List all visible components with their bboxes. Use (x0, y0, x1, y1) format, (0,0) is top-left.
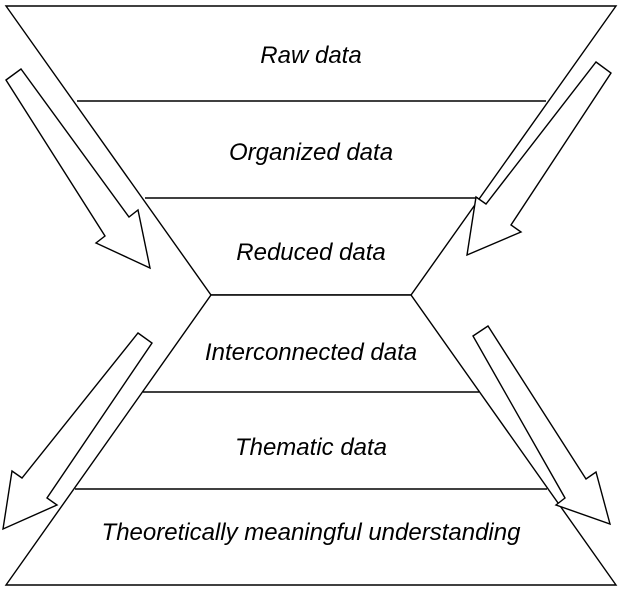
arrow-top-right-icon (466, 61, 612, 257)
level-label-thematic: Thematic data (235, 434, 387, 461)
level-label-theoretical: Theoretically meaningful understanding (102, 519, 522, 546)
arrow-bottom-left-icon (2, 332, 153, 531)
level-label-reduced: Reduced data (236, 239, 385, 266)
lower-funnel-shape (4, 294, 618, 586)
arrow-top-left-icon (5, 68, 151, 270)
level-label-organized: Organized data (229, 139, 393, 166)
arrow-bottom-right-icon (472, 325, 612, 526)
level-label-interconnected: Interconnected data (205, 339, 417, 366)
level-label-raw: Raw data (260, 42, 361, 69)
